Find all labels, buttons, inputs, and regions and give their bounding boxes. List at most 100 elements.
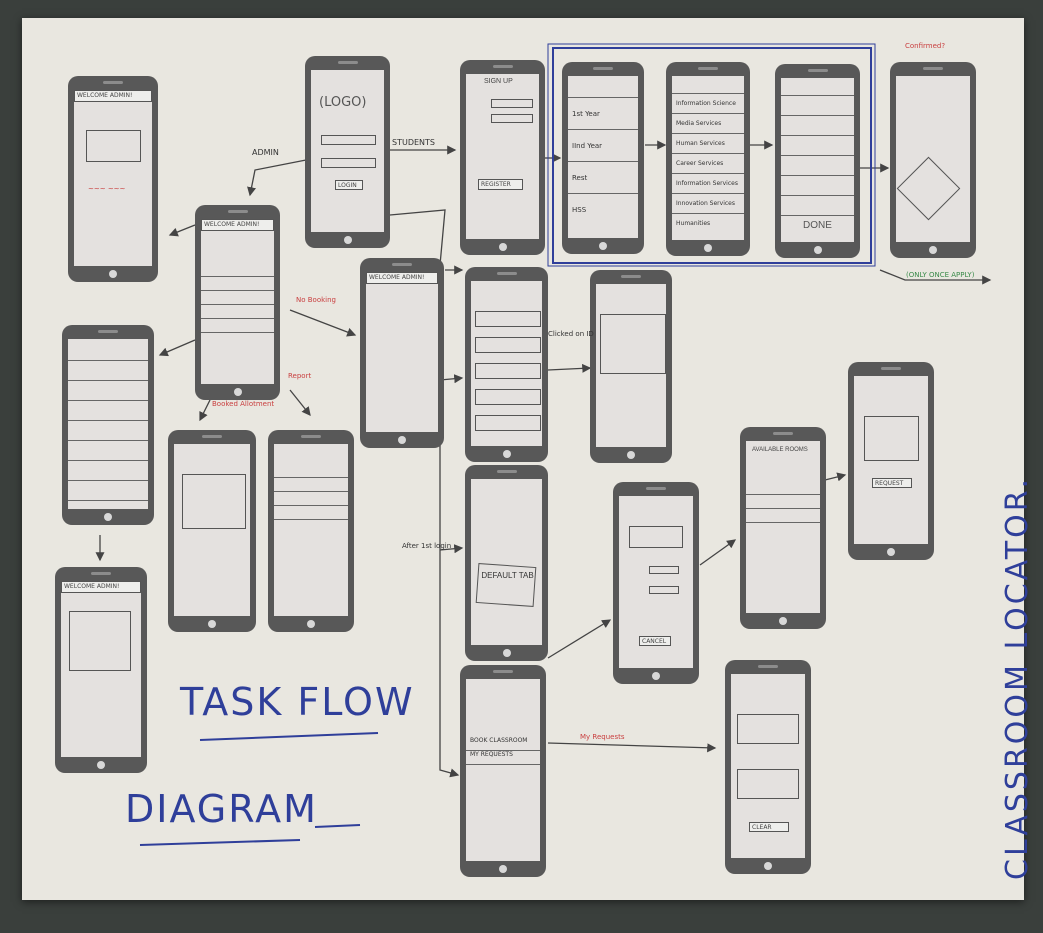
phone-login: (LOGO) LOGIN xyxy=(305,56,390,248)
login-button[interactable]: LOGIN xyxy=(335,180,363,190)
register-button[interactable]: REGISTER xyxy=(478,179,523,190)
phone-screen xyxy=(174,444,250,616)
list-item[interactable] xyxy=(475,337,541,353)
list-item[interactable] xyxy=(475,363,541,379)
home-button[interactable] xyxy=(599,242,607,250)
list-item[interactable] xyxy=(475,389,541,405)
list-item[interactable] xyxy=(475,311,541,327)
my-requests-button[interactable]: MY REQUESTS xyxy=(466,751,540,765)
list-item[interactable] xyxy=(781,136,854,156)
done-button[interactable]: DONE xyxy=(803,220,832,231)
home-button[interactable] xyxy=(233,388,242,396)
arrow-admin-reports xyxy=(168,224,196,237)
home-button[interactable] xyxy=(764,862,772,870)
calendar-box[interactable] xyxy=(629,526,683,548)
room-row[interactable] xyxy=(746,481,820,495)
menu-item[interactable] xyxy=(201,291,274,305)
request-card[interactable] xyxy=(737,769,799,799)
home-button[interactable] xyxy=(498,243,507,251)
speaker xyxy=(202,435,222,438)
room-row[interactable] xyxy=(746,495,820,509)
home-button[interactable] xyxy=(627,451,635,459)
request-button[interactable]: REQUEST xyxy=(872,478,912,488)
list-item[interactable] xyxy=(68,381,148,401)
dept-row[interactable]: Career Services xyxy=(672,154,744,174)
title-underline-1 xyxy=(199,732,379,741)
speaker xyxy=(698,67,718,70)
phone-sign-up: SIGN UP REGISTER xyxy=(460,60,545,255)
home-button[interactable] xyxy=(652,672,660,680)
home-button[interactable] xyxy=(97,761,105,769)
home-button[interactable] xyxy=(704,244,712,252)
home-button[interactable] xyxy=(499,865,507,873)
home-button[interactable] xyxy=(887,548,895,556)
home-button[interactable] xyxy=(109,270,117,278)
name-field[interactable] xyxy=(491,99,533,108)
menu-item[interactable] xyxy=(201,305,274,319)
clear-button[interactable]: CLEAR xyxy=(749,822,789,832)
list-item[interactable] xyxy=(68,481,148,501)
phone-available-rooms: AVAILABLE ROOMS xyxy=(740,427,826,629)
menu-item[interactable] xyxy=(201,277,274,291)
arrow-to-available xyxy=(699,539,737,566)
year-row[interactable]: IInd Year xyxy=(568,130,638,162)
list-item[interactable] xyxy=(68,421,148,441)
phone-room-form: WELCOME ADMIN! xyxy=(55,567,147,773)
vertical-title: CLASSROOM LOCATOR. xyxy=(1000,475,1035,880)
dept-row[interactable]: Information Services xyxy=(672,174,744,194)
phone-book-form: CANCEL xyxy=(613,482,699,684)
phone-timetable: WELCOME ADMIN! xyxy=(360,258,444,448)
list-item[interactable] xyxy=(68,361,148,381)
list-item[interactable] xyxy=(781,196,854,216)
year-row[interactable]: HSS xyxy=(572,206,587,214)
default-tab-label: DEFAULT TAB xyxy=(481,571,534,580)
home-button[interactable] xyxy=(813,246,822,254)
cancel-button[interactable]: CANCEL xyxy=(639,636,671,646)
dept-row[interactable]: Media Services xyxy=(672,114,744,134)
year-row[interactable]: Rest xyxy=(568,162,638,194)
home-button[interactable] xyxy=(104,513,112,521)
speaker xyxy=(301,435,321,438)
home-button[interactable] xyxy=(502,649,511,657)
home-button[interactable] xyxy=(398,436,406,444)
phone-screen xyxy=(471,281,542,446)
menu-item[interactable] xyxy=(201,263,274,277)
arrow-my-requests xyxy=(547,742,717,753)
home-button[interactable] xyxy=(208,620,216,628)
home-button[interactable] xyxy=(343,236,352,244)
room-row[interactable] xyxy=(746,509,820,523)
password-field[interactable] xyxy=(321,158,376,168)
menu-item[interactable] xyxy=(201,319,274,333)
request-card[interactable] xyxy=(737,714,799,744)
home-button[interactable] xyxy=(779,617,787,625)
speaker xyxy=(492,65,513,68)
list-item[interactable] xyxy=(68,461,148,481)
username-field[interactable] xyxy=(321,135,376,145)
list-item[interactable] xyxy=(781,116,854,136)
dept-row[interactable]: Human Services xyxy=(672,134,744,154)
screen-header xyxy=(68,339,148,361)
list-item[interactable] xyxy=(781,176,854,196)
phone-admin-depts xyxy=(62,325,154,525)
home-button[interactable] xyxy=(502,450,511,458)
list-item[interactable] xyxy=(475,415,541,431)
phone-screen: DONE xyxy=(781,78,854,242)
from-field[interactable] xyxy=(649,566,679,574)
dept-row[interactable]: Innovation Services xyxy=(672,194,744,214)
home-button[interactable] xyxy=(929,246,937,254)
list-item[interactable] xyxy=(68,401,148,421)
year-row[interactable]: 1st Year xyxy=(568,98,638,130)
dept-row[interactable]: Information Science xyxy=(672,94,744,114)
phone-screen: BOOK CLASSROOM MY REQUESTS xyxy=(466,679,540,861)
book-classroom-button[interactable]: BOOK CLASSROOM xyxy=(466,737,540,751)
list-item[interactable] xyxy=(781,156,854,176)
to-field[interactable] xyxy=(649,586,679,594)
home-button[interactable] xyxy=(307,620,315,628)
list-item[interactable] xyxy=(781,96,854,116)
list-item[interactable] xyxy=(68,441,148,461)
edge-label-booked: Booked Allotment xyxy=(212,400,275,408)
dept-row[interactable]: Humanities xyxy=(676,220,711,227)
email-field[interactable] xyxy=(491,114,533,123)
